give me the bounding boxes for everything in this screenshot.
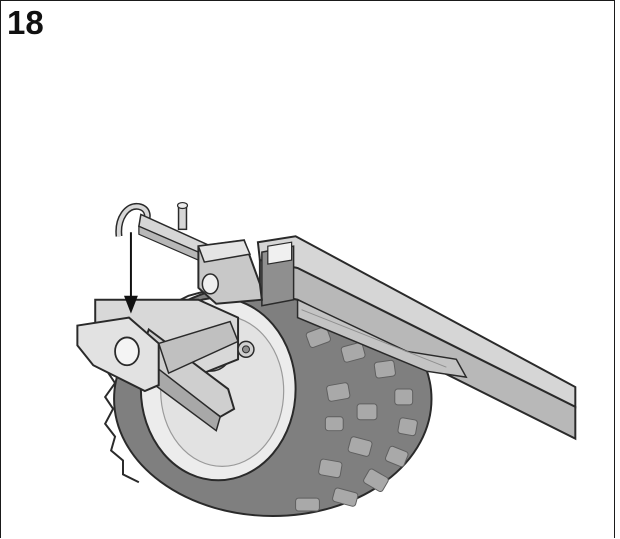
step-number: 18 [7, 4, 44, 41]
rod-bracket [197, 239, 263, 305]
down-arrow-icon [123, 232, 138, 314]
trailer-frame [256, 235, 577, 441]
axle-link [76, 298, 255, 432]
locking-pin [176, 201, 189, 231]
tire-tread [295, 326, 418, 512]
